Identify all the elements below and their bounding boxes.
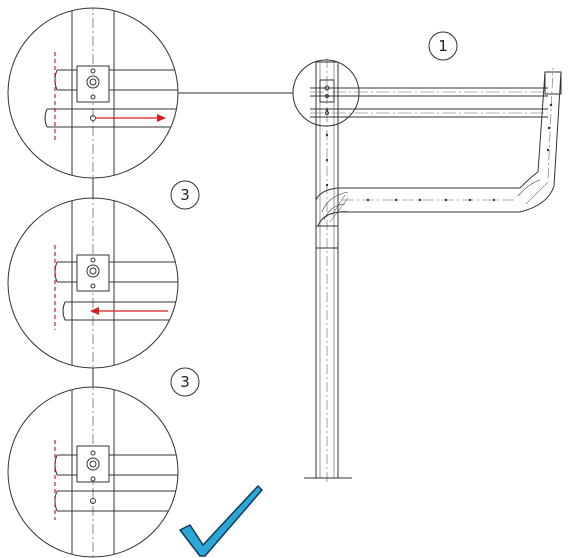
callout-3-second: 3 — [170, 367, 200, 397]
main-pole-assembly — [175, 58, 562, 482]
svg-text:3: 3 — [180, 373, 190, 391]
callout-3-first: 3 — [170, 180, 200, 210]
arm-holes — [366, 103, 553, 202]
pole-holes — [325, 108, 329, 187]
detail-view-2 — [7, 197, 179, 369]
horizontal-rails — [310, 79, 548, 118]
detail-view-3 — [7, 386, 179, 558]
callout-1: 1 — [428, 31, 458, 61]
detail-marker-circle — [292, 59, 360, 127]
svg-text:1: 1 — [438, 37, 448, 55]
svg-text:3: 3 — [180, 186, 190, 204]
arrow-right-icon — [95, 114, 166, 122]
checkmark-icon — [179, 485, 263, 557]
arrow-left-icon — [90, 307, 168, 315]
vertical-pole — [304, 58, 352, 482]
horizontal-arm — [315, 67, 562, 227]
detail-view-1 — [7, 7, 179, 179]
